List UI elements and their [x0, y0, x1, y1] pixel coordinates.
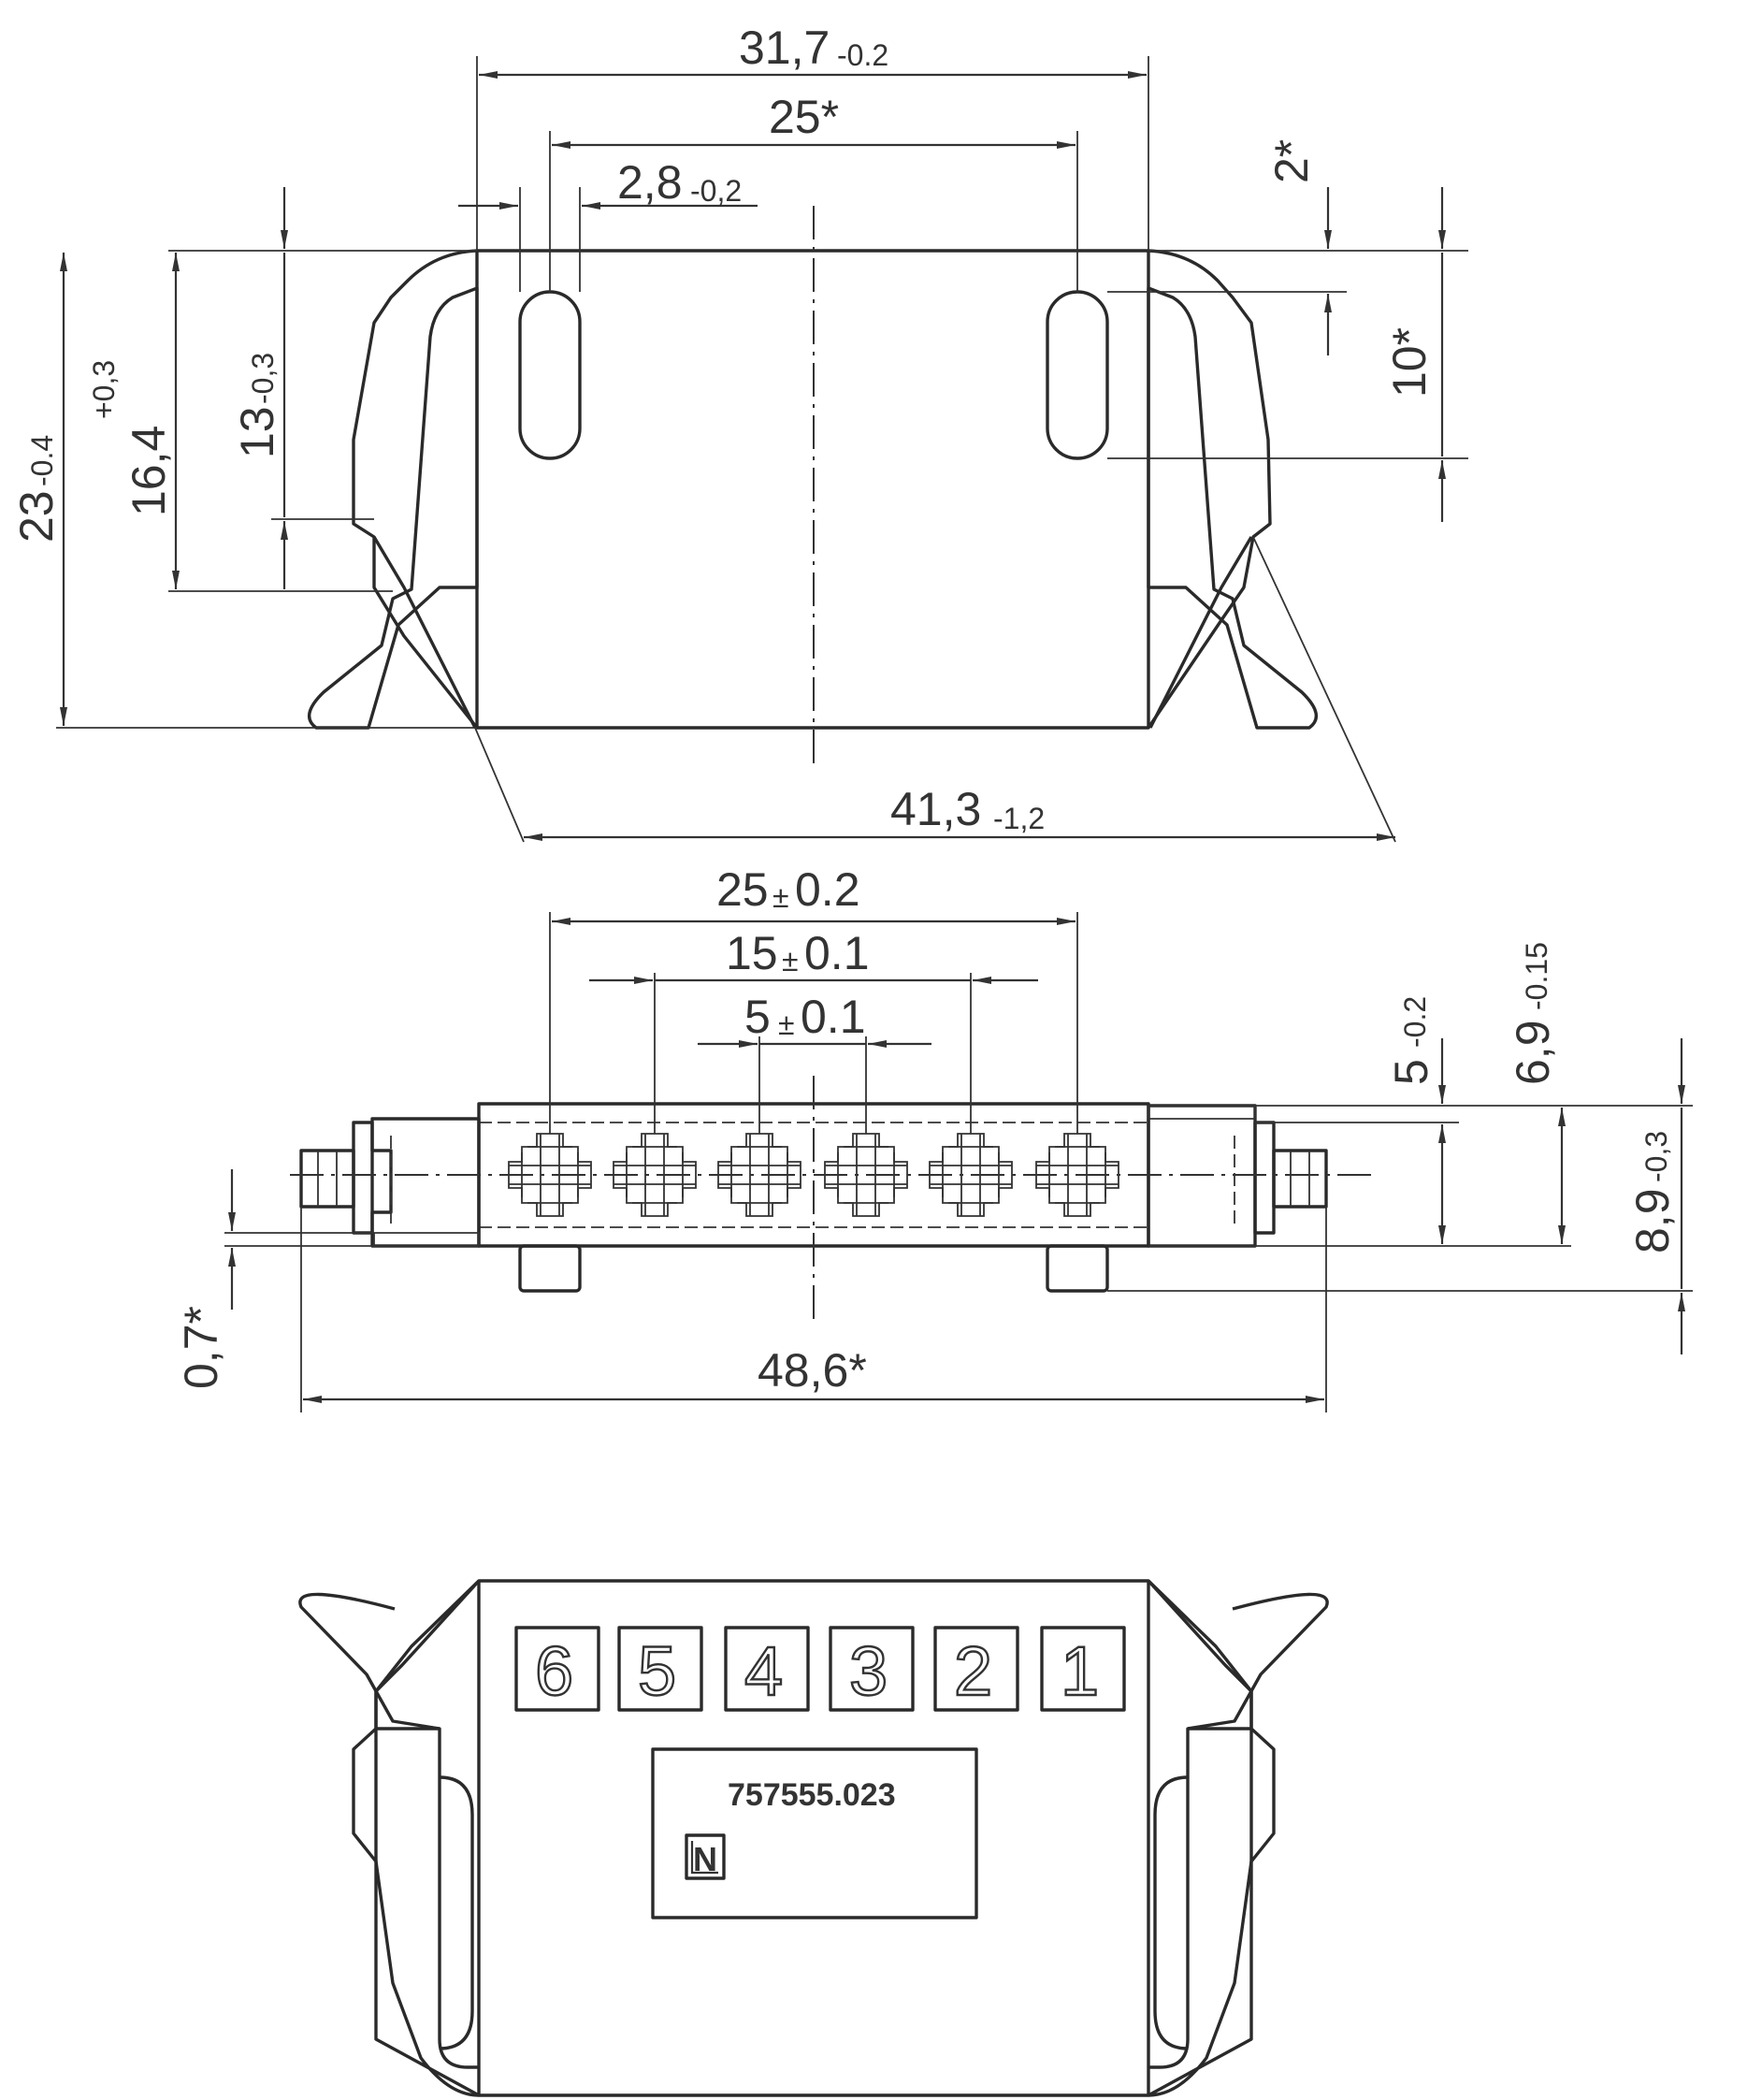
- dim-15-pm: 15 ± 0.1: [726, 927, 870, 979]
- right-mounting-slot: [1046, 290, 1109, 460]
- svg-text:5: 5: [744, 991, 771, 1043]
- dim-8-9: 8,9 -0,3: [1626, 1131, 1679, 1253]
- dim-31-7: 31,7 -0.2: [739, 22, 888, 74]
- maker-mark: N: [685, 1833, 726, 1880]
- svg-text:±: ±: [772, 880, 789, 914]
- dim-2-star: 2*: [1265, 139, 1318, 183]
- top-view: 31,7 -0.2 25* 2,8 -0,2 2* 10* 23 -0.4: [10, 22, 1468, 843]
- left-latch: [307, 286, 479, 730]
- dim-16-4: 16,4 +0,3: [87, 360, 175, 516]
- svg-text:-0,3: -0,3: [246, 353, 280, 404]
- svg-text:2,8: 2,8: [617, 156, 683, 209]
- bottom-left-latch: [352, 1579, 481, 2097]
- dim-48-6-star: 48,6*: [758, 1344, 867, 1397]
- dim-5-height: 5 -0.2: [1385, 996, 1437, 1085]
- svg-text:5: 5: [638, 1632, 676, 1710]
- svg-text:23: 23: [10, 490, 63, 543]
- svg-text:15: 15: [726, 927, 778, 979]
- right-peg: [1046, 1244, 1109, 1293]
- label-plate: [651, 1747, 978, 1919]
- svg-text:N: N: [693, 1840, 717, 1878]
- svg-text:-0.2: -0.2: [837, 38, 888, 72]
- svg-text:41,3: 41,3: [890, 783, 981, 835]
- part-number: 757555.023: [728, 1777, 896, 1813]
- pin-label-2: 2: [933, 1626, 1019, 1712]
- dim-2-8: 2,8 -0,2: [617, 156, 742, 209]
- svg-text:4: 4: [744, 1632, 783, 1710]
- svg-text:2: 2: [954, 1632, 992, 1710]
- svg-text:25: 25: [716, 863, 769, 916]
- dim-10-star: 10*: [1383, 327, 1436, 398]
- pin-label-3: 3: [829, 1626, 915, 1712]
- svg-text:0.1: 0.1: [804, 927, 870, 979]
- right-latch: [1147, 286, 1319, 730]
- svg-text:-0.4: -0.4: [25, 435, 59, 486]
- pin-label-4: 4: [724, 1626, 810, 1712]
- housing-outline: [352, 249, 1272, 730]
- svg-text:16,4: 16,4: [123, 426, 175, 516]
- dim-6-9: 6,9 -0.15: [1507, 942, 1559, 1085]
- dim-41-3: 41,3 -1,2: [890, 783, 1045, 835]
- svg-text:-0,2: -0,2: [690, 174, 742, 208]
- svg-text:0.2: 0.2: [795, 863, 860, 916]
- svg-text:1: 1: [1061, 1632, 1099, 1710]
- dim-13: 13 -0,3: [231, 353, 283, 458]
- left-peg: [518, 1244, 582, 1293]
- dim-5-pm: 5 ± 0.1: [744, 991, 866, 1043]
- svg-text:6,9: 6,9: [1507, 1020, 1559, 1085]
- pin-label-6: 6: [514, 1626, 600, 1712]
- svg-text:31,7: 31,7: [739, 22, 830, 74]
- svg-text:6: 6: [535, 1632, 573, 1710]
- svg-text:+0,3: +0,3: [87, 360, 121, 419]
- svg-text:-0,3: -0,3: [1639, 1131, 1673, 1182]
- svg-text:±: ±: [778, 1007, 795, 1041]
- svg-text:±: ±: [782, 944, 799, 978]
- svg-text:-0.15: -0.15: [1520, 942, 1553, 1010]
- dim-0-7-star: 0,7*: [175, 1306, 227, 1389]
- pin-label-5: 5: [617, 1626, 703, 1712]
- svg-text:3: 3: [849, 1632, 888, 1710]
- side-view: 25 ± 0.2 15 ± 0.1 5 ± 0.1 5 -0.2: [175, 863, 1693, 1412]
- bottom-right-latch: [1147, 1579, 1276, 2097]
- svg-text:-0.2: -0.2: [1398, 996, 1432, 1048]
- dim-23: 23 -0.4: [10, 435, 63, 543]
- svg-text:13: 13: [231, 406, 283, 458]
- dim-25-star: 25*: [769, 91, 839, 143]
- svg-text:5: 5: [1385, 1059, 1437, 1085]
- svg-text:-1,2: -1,2: [993, 802, 1045, 835]
- dim-25-pm: 25 ± 0.2: [716, 863, 860, 916]
- svg-text:0.1: 0.1: [801, 991, 866, 1043]
- left-mounting-slot: [518, 290, 582, 460]
- svg-text:8,9: 8,9: [1626, 1188, 1679, 1253]
- pin-label-1: 1: [1040, 1626, 1126, 1712]
- bottom-housing-outline: [374, 1579, 1253, 2097]
- bottom-view: 6 5 4 3 2 1 757555.023 N: [298, 1579, 1329, 2097]
